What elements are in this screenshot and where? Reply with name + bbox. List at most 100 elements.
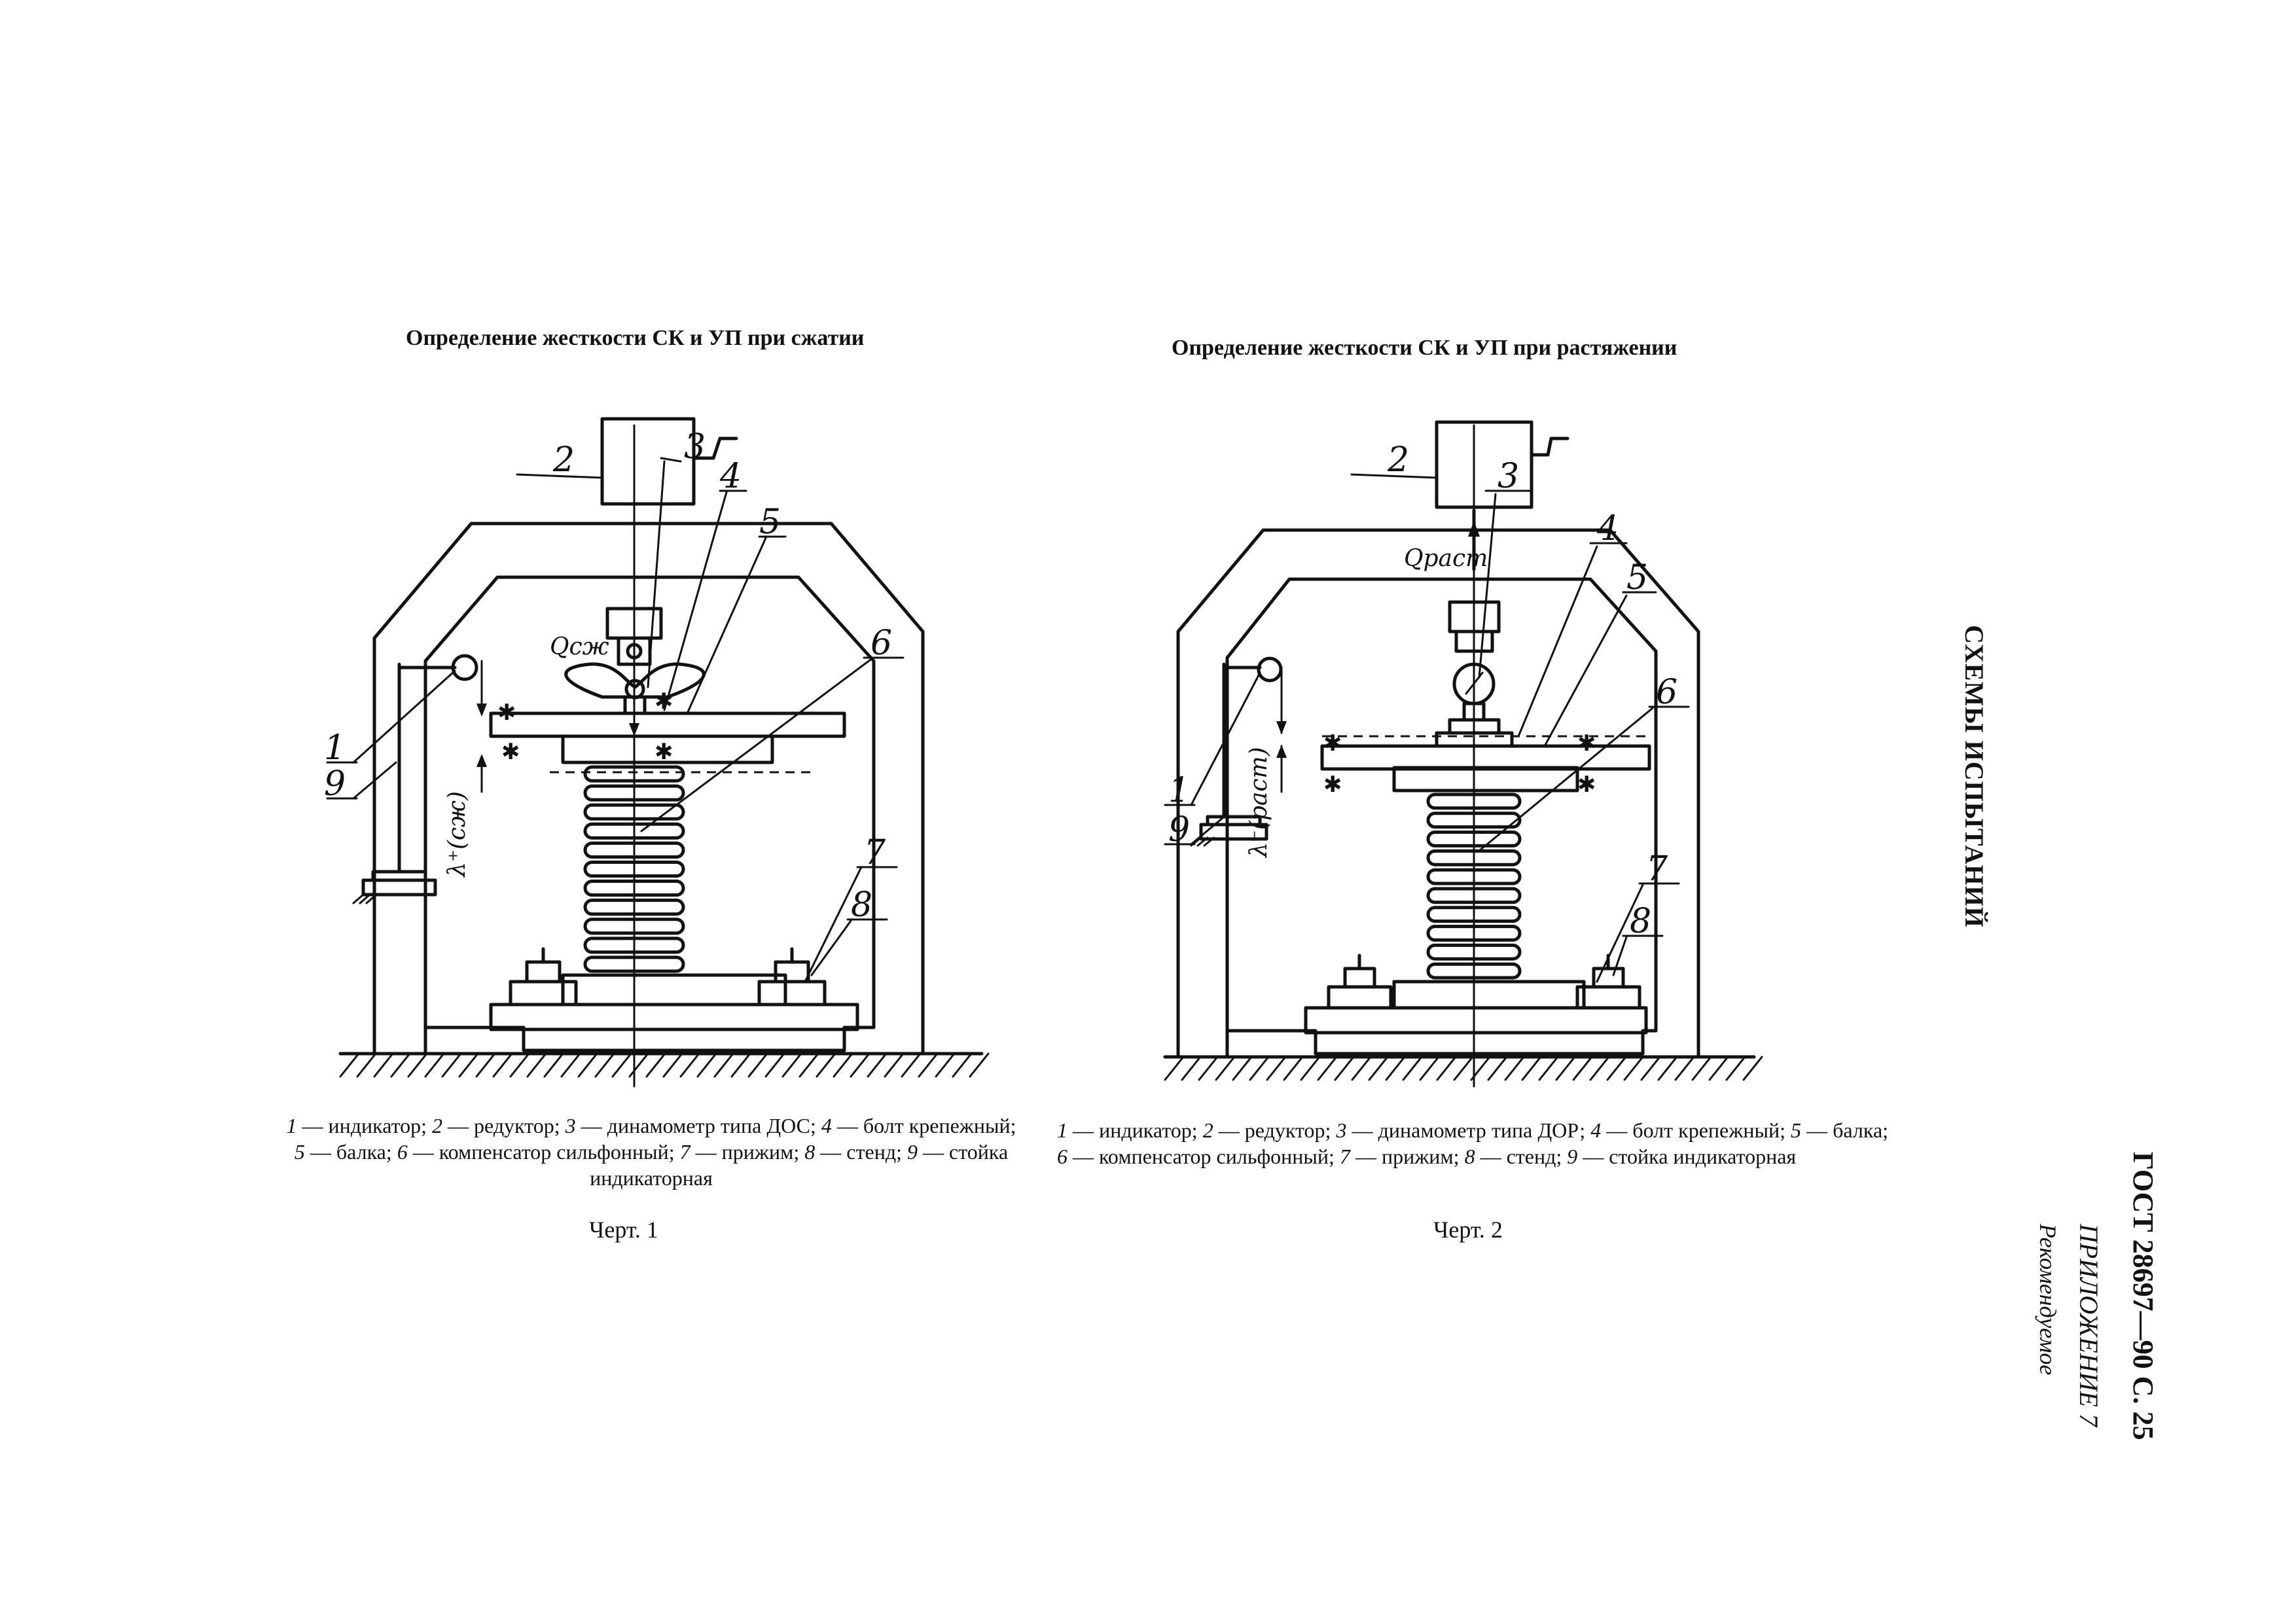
- figure2-drawing: ✱ ✱ ✱ ✱ Qраст λ⁻(раст): [1163, 420, 1763, 1088]
- deflection-label: λ⁻(раст): [1246, 747, 1272, 859]
- svg-text:✱: ✱: [501, 739, 520, 765]
- legend-number: 3: [565, 1114, 576, 1137]
- label-7: 7: [864, 833, 886, 872]
- legend-number: 4: [821, 1114, 832, 1137]
- document-number: ГОСТ 28697—90 С. 25: [2127, 1152, 2159, 1440]
- legend-text: — прижим;: [1350, 1145, 1465, 1168]
- legend-text: — компенсатор сильфонный;: [407, 1140, 680, 1164]
- legend-text: — балка;: [1801, 1118, 1889, 1142]
- legend-number: 8: [1464, 1145, 1475, 1168]
- legend-text: — редуктор;: [442, 1114, 565, 1137]
- ground-hatch: [1163, 1055, 1763, 1081]
- svg-text:✱: ✱: [1323, 772, 1342, 798]
- figure1-title: Определение жесткости СК и УП при сжатии: [406, 326, 865, 350]
- legend-number: 9: [1567, 1145, 1578, 1168]
- legend-number: 5: [294, 1140, 305, 1164]
- legend-number: 4: [1590, 1118, 1602, 1142]
- indicator-dial: [1257, 656, 1283, 683]
- clamp-right: [757, 947, 827, 1007]
- legend-number: 3: [1336, 1118, 1347, 1142]
- beam: [1320, 744, 1651, 771]
- label-3: 3: [1498, 457, 1519, 496]
- label-5: 5: [759, 503, 781, 542]
- figure2-legend: 1 — индикатор; 2 — редуктор; 3 — динамом…: [1057, 1117, 1888, 1169]
- legend-text: — болт крепежный;: [831, 1114, 1016, 1137]
- legend-number: 2: [1202, 1118, 1213, 1142]
- indicator-stand: [1190, 656, 1283, 847]
- legend-text: — редуктор;: [1213, 1118, 1336, 1142]
- legend-number: 5: [1791, 1118, 1802, 1142]
- legend-text: — стойка индикаторная: [1577, 1145, 1797, 1168]
- label-5: 5: [1626, 558, 1648, 597]
- label-8: 8: [851, 885, 872, 925]
- clamp-left: [509, 947, 578, 1007]
- label-2: 2: [552, 440, 575, 480]
- figure2-caption: Черт. 2: [1433, 1217, 1503, 1243]
- label-6: 6: [1656, 673, 1677, 712]
- label-9: 9: [324, 764, 346, 804]
- svg-text:✱: ✱: [655, 739, 673, 765]
- legend-number: 1: [1057, 1118, 1067, 1142]
- base-plate: [1304, 1006, 1648, 1035]
- legend-text: — динамометр типа ДОС;: [575, 1114, 821, 1137]
- stand-inner: [1225, 577, 1658, 1059]
- legend-text: — индикатор;: [1067, 1118, 1203, 1142]
- label-8: 8: [1630, 902, 1651, 941]
- bellows-flange-bottom: [561, 973, 787, 1007]
- legend-number: 7: [1339, 1145, 1350, 1168]
- deflection-label: λ⁺(сж): [444, 791, 471, 878]
- label-3: 3: [684, 427, 706, 467]
- svg-text:✱: ✱: [497, 700, 516, 726]
- legend-number: 1: [286, 1114, 297, 1137]
- legend-text: — стенд;: [815, 1140, 907, 1164]
- reducer: [600, 417, 696, 506]
- reducer: [1435, 420, 1534, 509]
- clamp-right: [1575, 954, 1641, 1010]
- svg-text:✱: ✱: [1577, 772, 1596, 798]
- force-label: Qсж: [550, 633, 609, 660]
- label-1: 1: [324, 728, 346, 768]
- figure1-caption: Черт. 1: [589, 1217, 658, 1243]
- legend-text: — стойка индикаторная: [590, 1140, 1009, 1190]
- bellows-flange-top: [1392, 766, 1579, 793]
- beam: [489, 711, 846, 738]
- legend-number: 2: [432, 1114, 443, 1137]
- appendix-status: Рекомендуемое: [2035, 1224, 2061, 1376]
- legend-number: 9: [906, 1140, 918, 1164]
- label-4: 4: [1596, 509, 1619, 548]
- figure2-title: Определение жесткости СК и УП при растяж…: [1172, 336, 1677, 360]
- legend-number: 7: [679, 1140, 691, 1164]
- svg-text:✱: ✱: [1577, 730, 1596, 757]
- label-6: 6: [870, 624, 892, 663]
- stand-outer: [1176, 528, 1700, 1059]
- label-2: 2: [1387, 440, 1409, 480]
- legend-text: — прижим;: [690, 1140, 805, 1164]
- legend-number: 8: [804, 1140, 816, 1164]
- indicator-dial: [451, 654, 478, 681]
- ground-hatch: [338, 1052, 990, 1078]
- legend-number: 6: [397, 1140, 408, 1164]
- legend-text: — компенсатор сильфонный;: [1067, 1145, 1340, 1168]
- bellows-flange-bottom: [1392, 980, 1586, 1010]
- base-plate: [489, 1003, 859, 1031]
- force-label: Qраст: [1404, 545, 1488, 572]
- clamp-left: [1327, 954, 1393, 1010]
- label-7: 7: [1646, 849, 1668, 889]
- label-1: 1: [1168, 771, 1190, 810]
- legend-number: 6: [1057, 1145, 1067, 1168]
- label-4: 4: [719, 457, 742, 496]
- appendix-label: ПРИЛОЖЕНИЕ 7: [2074, 1224, 2104, 1427]
- legend-text: — балка;: [304, 1140, 397, 1164]
- indicator-stand: [352, 654, 478, 904]
- legend-text: — стенд;: [1475, 1145, 1568, 1168]
- figure1-drawing: ✱ ✱ ✱ ✱ λ⁺(сж) Qсж: [324, 417, 990, 1088]
- legend-text: — индикатор;: [296, 1114, 433, 1137]
- svg-text:✱: ✱: [1323, 730, 1342, 757]
- stand-outer: [372, 522, 925, 1056]
- stand-inner: [423, 575, 876, 1056]
- legend-text: — болт крепежный;: [1601, 1118, 1791, 1142]
- legend-text: — динамометр типа ДОР;: [1346, 1118, 1591, 1142]
- label-9: 9: [1168, 810, 1190, 849]
- figure1-legend: 1 — индикатор; 2 — редуктор; 3 — динамом…: [281, 1113, 1021, 1191]
- section-title: СХЕМЫ ИСПЫТАНИЙ: [1960, 625, 1989, 928]
